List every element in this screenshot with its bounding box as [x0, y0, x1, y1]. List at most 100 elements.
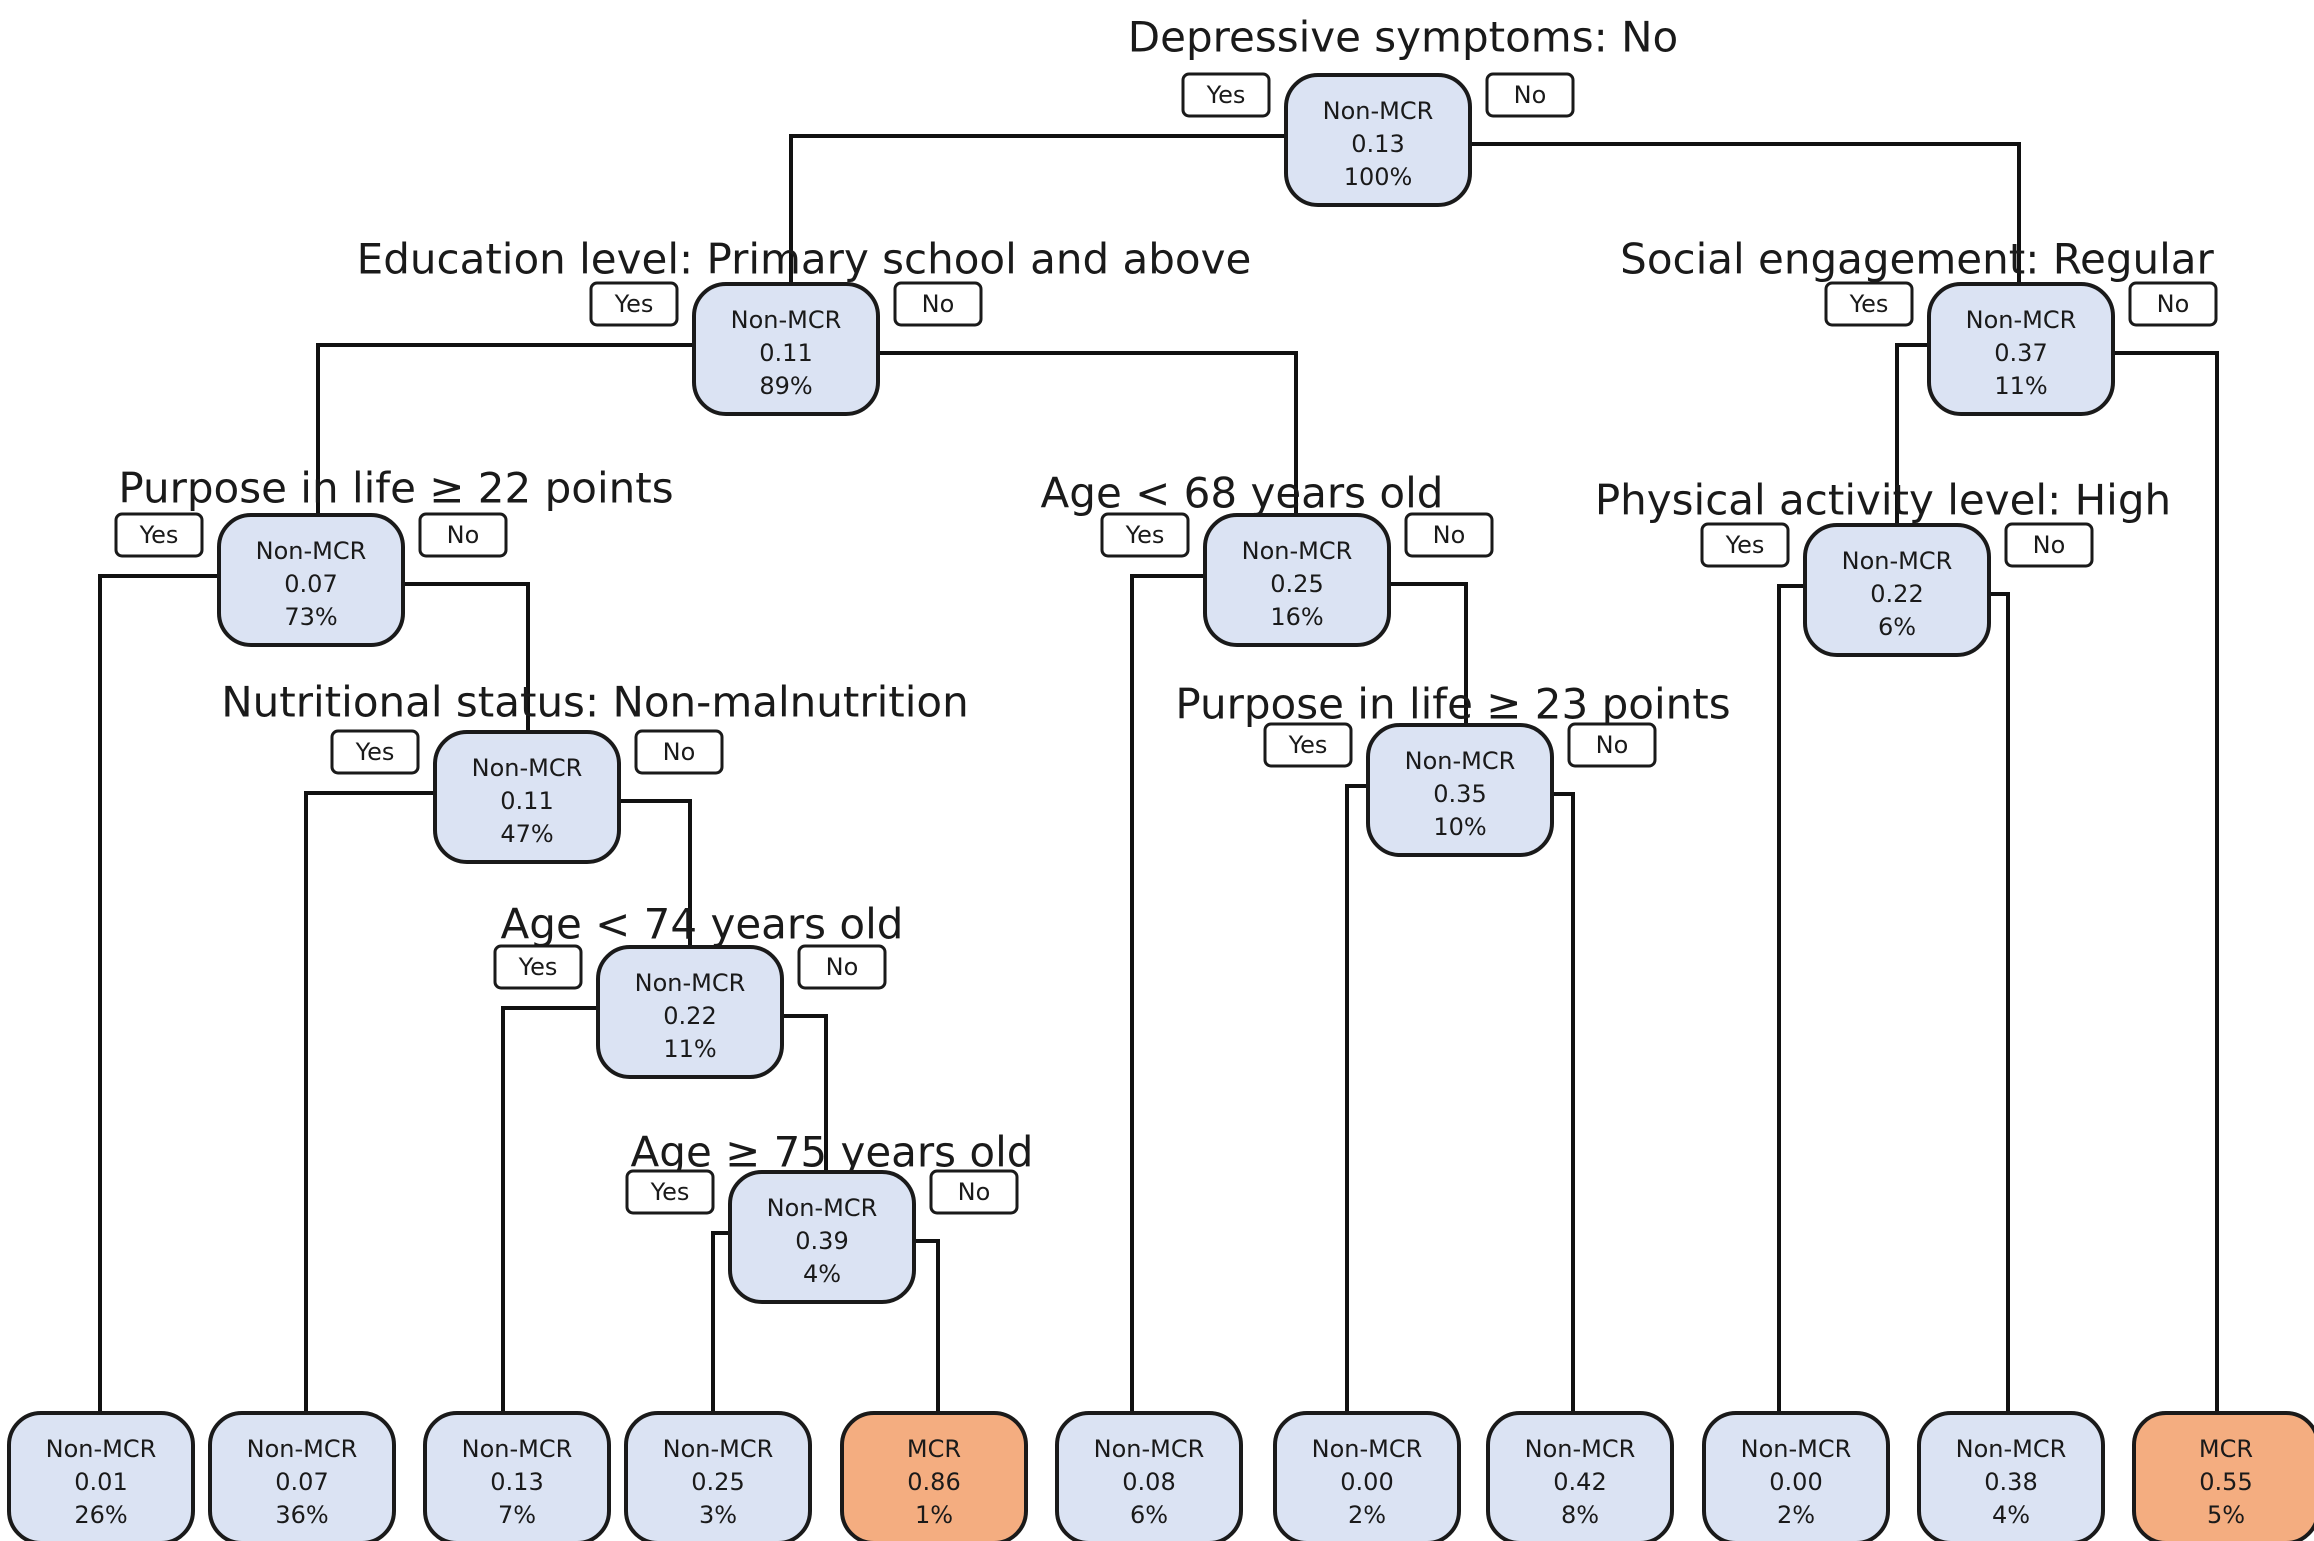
yes-branch-label: Yes: [1181, 72, 1271, 118]
tree-edge: [1987, 592, 2010, 1415]
tree-edge: [1130, 574, 1207, 1415]
tree-edge: [1777, 584, 1807, 1415]
tree-edge: [1895, 343, 1931, 527]
tree-edge: [912, 1239, 940, 1415]
tree-edge: [401, 582, 530, 734]
node-box: [1055, 1411, 1243, 1541]
node-box: [423, 1411, 611, 1541]
svg-text:Yes: Yes: [1125, 521, 1165, 549]
svg-text:No: No: [447, 521, 480, 549]
node-class: Non-MCR: [462, 1435, 573, 1463]
split-condition: Physical activity level: High: [1595, 476, 2171, 525]
node-box: [1366, 723, 1554, 857]
tree-edge: [876, 351, 1298, 517]
node-class: Non-MCR: [1094, 1435, 1205, 1463]
node-probability: 0.07: [284, 570, 337, 598]
no-branch-label: No: [418, 512, 508, 558]
svg-text:Yes: Yes: [518, 953, 558, 981]
node-percentage: 36%: [275, 1501, 328, 1529]
svg-text:Yes: Yes: [1849, 290, 1889, 318]
yes-branch-label: Yes: [330, 729, 420, 775]
svg-text:No: No: [1514, 81, 1547, 109]
no-branch-label: No: [893, 281, 983, 327]
node-percentage: 2%: [1348, 1501, 1386, 1529]
svg-text:Yes: Yes: [1725, 531, 1765, 559]
node-probability: 0.39: [795, 1227, 848, 1255]
tree-edge: [316, 343, 696, 517]
node-box: [1917, 1411, 2105, 1541]
node-percentage: 10%: [1433, 813, 1486, 841]
split-condition: Age < 74 years old: [501, 900, 904, 949]
node-box: [624, 1411, 812, 1541]
tree-edge: [304, 791, 437, 1415]
node-class: MCR: [2199, 1435, 2253, 1463]
node-class: Non-MCR: [1525, 1435, 1636, 1463]
node-probability: 0.42: [1553, 1468, 1606, 1496]
node-probability: 0.13: [1351, 130, 1404, 158]
tree-edge: [1468, 142, 2021, 286]
node-class: Non-MCR: [731, 306, 842, 334]
node-probability: 0.13: [490, 1468, 543, 1496]
node-box: [1284, 73, 1472, 207]
tree-edge: [1345, 784, 1370, 1415]
node-box: [2132, 1411, 2314, 1541]
svg-text:Yes: Yes: [1206, 81, 1246, 109]
node-probability: 0.22: [663, 1002, 716, 1030]
svg-text:No: No: [2033, 531, 2066, 559]
node-probability: 0.00: [1769, 1468, 1822, 1496]
node-percentage: 7%: [498, 1501, 536, 1529]
node-class: Non-MCR: [1323, 97, 1434, 125]
node-box: [1203, 513, 1391, 647]
node-box: [596, 945, 784, 1079]
tree-edge: [1387, 582, 1468, 727]
split-condition: Purpose in life ≥ 22 points: [118, 464, 673, 513]
tree-edge: [711, 1231, 732, 1415]
node-probability: 0.37: [1994, 339, 2047, 367]
tree-edge: [1550, 792, 1575, 1415]
node-percentage: 47%: [500, 820, 553, 848]
node-box: [1273, 1411, 1461, 1541]
tree-edge: [617, 799, 692, 949]
tree-edge: [780, 1014, 828, 1174]
tree-edge: [501, 1006, 600, 1415]
no-branch-label: No: [1485, 72, 1575, 118]
node-box: [433, 730, 621, 864]
node-probability: 0.00: [1340, 1468, 1393, 1496]
node-percentage: 89%: [759, 372, 812, 400]
node-class: Non-MCR: [1966, 306, 2077, 334]
node-class: Non-MCR: [1312, 1435, 1423, 1463]
node-class: Non-MCR: [1842, 547, 1953, 575]
node-class: Non-MCR: [767, 1194, 878, 1222]
node-class: Non-MCR: [472, 754, 583, 782]
node-box: [1927, 282, 2115, 416]
no-branch-label: No: [1404, 512, 1494, 558]
leaf-node: Non-MCR 0.00 2%: [1273, 1411, 1461, 1541]
node-box: [840, 1411, 1028, 1541]
node-probability: 0.25: [1270, 570, 1323, 598]
yes-branch-label: Yes: [1824, 281, 1914, 327]
node-percentage: 73%: [284, 603, 337, 631]
node-probability: 0.86: [907, 1468, 960, 1496]
split-condition: Depressive symptoms: No: [1128, 13, 1678, 62]
node-probability: 0.08: [1122, 1468, 1175, 1496]
node-class: MCR: [907, 1435, 961, 1463]
split-condition: Age ≥ 75 years old: [631, 1128, 1034, 1177]
node-box: [692, 282, 880, 416]
svg-text:No: No: [1596, 731, 1629, 759]
svg-text:Yes: Yes: [1288, 731, 1328, 759]
node-box: [728, 1170, 916, 1304]
yes-branch-label: Yes: [1700, 522, 1790, 568]
node-class: Non-MCR: [247, 1435, 358, 1463]
svg-text:Yes: Yes: [355, 738, 395, 766]
node-percentage: 16%: [1270, 603, 1323, 631]
